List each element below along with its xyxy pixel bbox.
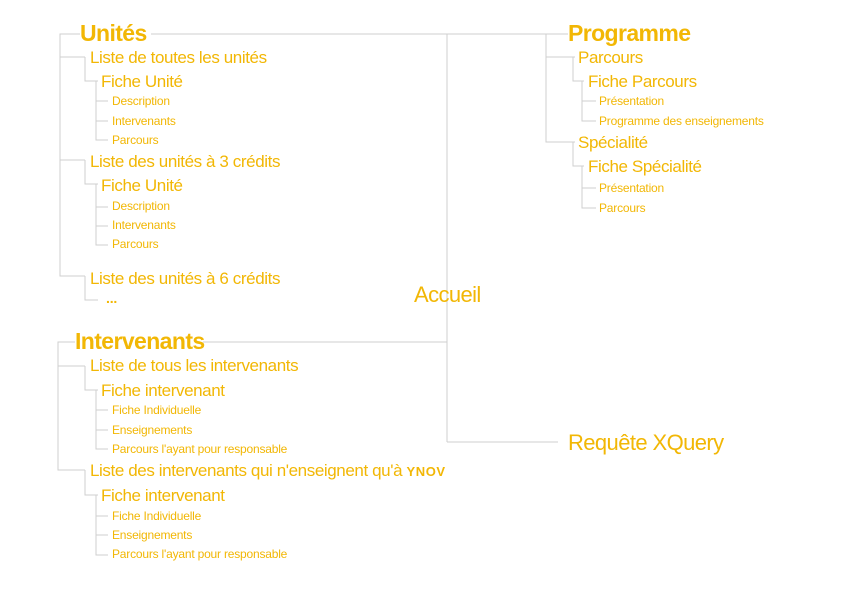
node-parcours-responsable[interactable]: Parcours l'ayant pour responsable <box>112 547 288 561</box>
node-fiche-individuelle[interactable]: Fiche Individuelle <box>112 403 202 417</box>
node-liste-unites-3-credits[interactable]: Liste des unités à 3 crédits <box>90 152 281 171</box>
node-fiche-unite[interactable]: Fiche Unité <box>101 176 183 195</box>
node-intervenants-root[interactable]: Intervenants <box>75 328 205 354</box>
node-liste-intervenants-ynov[interactable]: Liste des intervenants qui n'enseignent … <box>90 462 446 479</box>
node-liste-toutes-unites[interactable]: Liste de toutes les unités <box>90 48 267 67</box>
node-fiche-parcours[interactable]: Fiche Parcours <box>588 72 697 91</box>
node-parcours-responsable[interactable]: Parcours l'ayant pour responsable <box>112 442 288 456</box>
node-fiche-intervenant[interactable]: Fiche intervenant <box>101 381 225 400</box>
node-requete-xquery[interactable]: Requête XQuery <box>568 430 724 455</box>
node-enseignements[interactable]: Enseignements <box>112 423 193 437</box>
node-intervenants[interactable]: Intervenants <box>112 218 176 232</box>
node-enseignements[interactable]: Enseignements <box>112 528 193 542</box>
node-liste-tous-intervenants[interactable]: Liste de tous les intervenants <box>90 356 299 375</box>
node-fiche-unite[interactable]: Fiche Unité <box>101 72 183 91</box>
node-specialite[interactable]: Spécialité <box>578 133 648 152</box>
node-parcours[interactable]: Parcours <box>578 48 643 67</box>
node-presentation[interactable]: Présentation <box>599 94 664 108</box>
node-description[interactable]: Description <box>112 199 170 213</box>
node-presentation[interactable]: Présentation <box>599 181 664 195</box>
node-ellipsis: ... <box>106 290 118 306</box>
node-programme-enseignements[interactable]: Programme des enseignements <box>599 114 764 128</box>
node-liste-unites-6-credits[interactable]: Liste des unités à 6 crédits <box>90 269 281 288</box>
node-fiche-intervenant[interactable]: Fiche intervenant <box>101 486 225 505</box>
node-intervenants[interactable]: Intervenants <box>112 114 176 128</box>
node-liste-intervenants-ynov-label: Liste des intervenants qui n'enseignent … <box>90 461 403 480</box>
node-parcours[interactable]: Parcours <box>599 201 646 215</box>
node-programme[interactable]: Programme <box>568 20 691 46</box>
node-parcours[interactable]: Parcours <box>112 133 159 147</box>
node-parcours[interactable]: Parcours <box>112 237 159 251</box>
node-unites[interactable]: Unités <box>80 20 147 46</box>
node-description[interactable]: Description <box>112 94 170 108</box>
node-fiche-specialite[interactable]: Fiche Spécialité <box>588 157 702 176</box>
ynov-logo: YNOV <box>406 464 446 479</box>
node-fiche-individuelle[interactable]: Fiche Individuelle <box>112 509 202 523</box>
root-node-accueil[interactable]: Accueil <box>414 282 481 307</box>
